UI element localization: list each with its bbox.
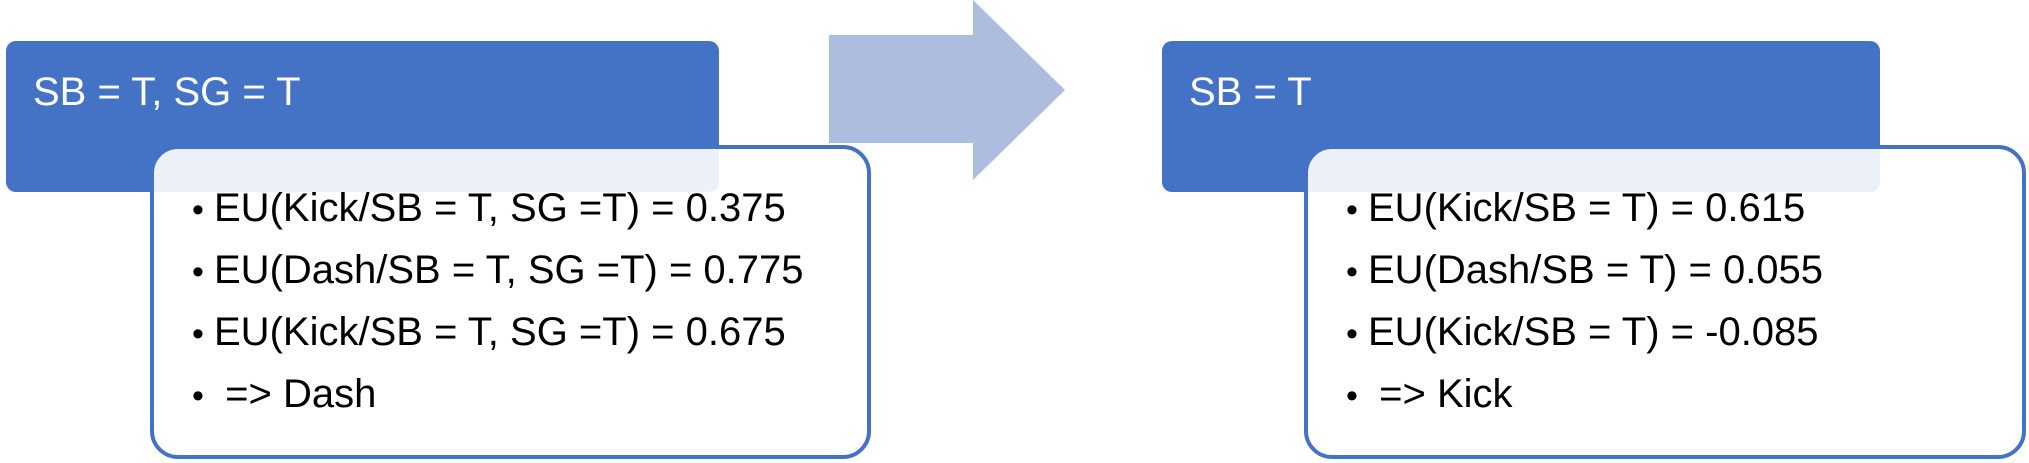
- right-content-box: • EU(Kick/SB = T) = 0.615 • EU(Dash/SB =…: [1304, 145, 2026, 459]
- right-bullet-item: • EU(Kick/SB = T) = -0.085: [1346, 310, 2022, 372]
- right-bullet-item: • => Kick: [1346, 372, 2022, 434]
- left-bullet-text: EU(Dash/SB = T, SG =T) = 0.775: [214, 248, 804, 292]
- left-bullet-item: • EU(Kick/SB = T, SG =T) = 0.375: [192, 186, 867, 248]
- bullet-dot-icon: •: [1346, 253, 1358, 291]
- bullet-dot-icon: •: [1346, 191, 1358, 229]
- bullet-dot-icon: •: [192, 253, 204, 291]
- right-bullet-text: EU(Kick/SB = T) = -0.085: [1368, 310, 1819, 354]
- left-panel: SB = T, SG = T • EU(Kick/SB = T, SG =T) …: [0, 0, 880, 463]
- left-bullet-text: EU(Kick/SB = T, SG =T) = 0.675: [214, 310, 786, 354]
- right-arrow-icon: [829, 0, 1065, 180]
- right-panel: SB = T • EU(Kick/SB = T) = 0.615 • EU(Da…: [1158, 0, 2029, 463]
- bullet-dot-icon: •: [192, 377, 204, 415]
- bullet-dot-icon: •: [192, 191, 204, 229]
- left-bullet-item: • => Dash: [192, 372, 867, 434]
- bullet-dot-icon: •: [192, 315, 204, 353]
- right-header-label: SB = T: [1189, 70, 1312, 114]
- left-content-box: • EU(Kick/SB = T, SG =T) = 0.375 • EU(Da…: [150, 145, 871, 459]
- left-bullet-text: => Dash: [214, 372, 377, 416]
- left-bullet-list: • EU(Kick/SB = T, SG =T) = 0.375 • EU(Da…: [192, 186, 867, 434]
- right-bullet-list: • EU(Kick/SB = T) = 0.615 • EU(Dash/SB =…: [1346, 186, 2022, 434]
- bullet-dot-icon: •: [1346, 315, 1358, 353]
- right-bullet-text: EU(Dash/SB = T) = 0.055: [1368, 248, 1824, 292]
- left-bullet-text: EU(Kick/SB = T, SG =T) = 0.375: [214, 186, 786, 230]
- left-bullet-item: • EU(Kick/SB = T, SG =T) = 0.675: [192, 310, 867, 372]
- right-bullet-item: • EU(Dash/SB = T) = 0.055: [1346, 248, 2022, 310]
- right-bullet-text: EU(Kick/SB = T) = 0.615: [1368, 186, 1806, 230]
- left-bullet-item: • EU(Dash/SB = T, SG =T) = 0.775: [192, 248, 867, 310]
- bullet-dot-icon: •: [1346, 377, 1358, 415]
- right-bullet-item: • EU(Kick/SB = T) = 0.615: [1346, 186, 2022, 248]
- right-bullet-text: => Kick: [1368, 372, 1513, 416]
- arrow-shape: [829, 0, 1065, 180]
- left-header-label: SB = T, SG = T: [33, 70, 301, 114]
